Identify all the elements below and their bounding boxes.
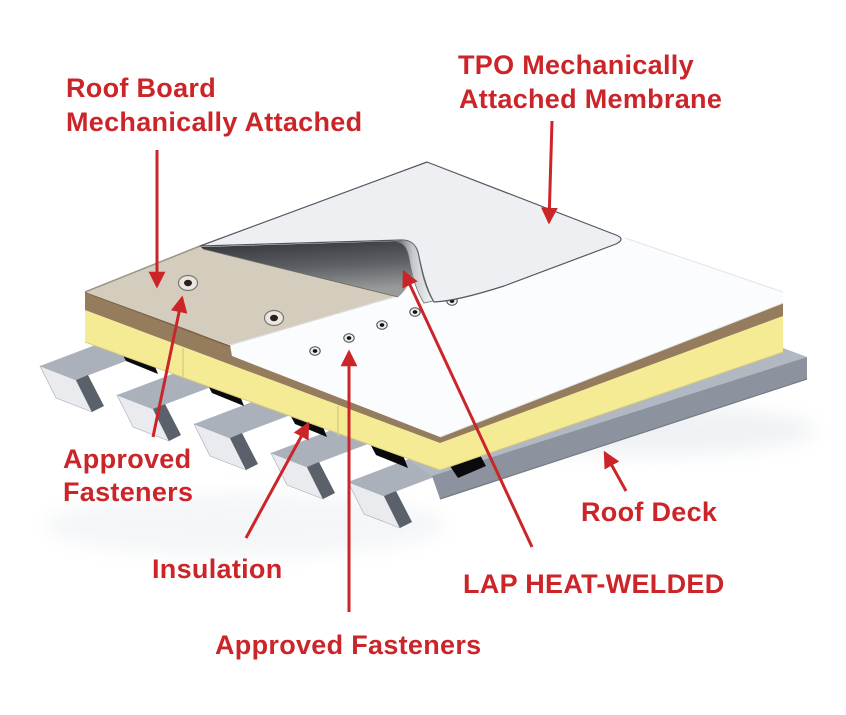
fastener-ring <box>177 274 199 292</box>
label-approved-fasteners-bottom: Approved Fasteners <box>215 630 481 660</box>
insulation-layer <box>84 310 784 471</box>
fastener-seam <box>376 320 388 330</box>
arrow-tpo-membrane <box>541 120 558 225</box>
roof-board-fasteners <box>177 274 285 327</box>
fastener-seam <box>409 307 421 317</box>
lap-sheet-with-curl <box>199 161 622 304</box>
tpo-membrane-lower-sheet <box>229 237 784 438</box>
arrow-insulation <box>244 421 310 539</box>
roof-board-top <box>84 245 398 345</box>
fastener-seam <box>343 333 355 343</box>
arrow-approved-fasteners-left <box>151 295 188 438</box>
label-tpo-line2: Attached Membrane <box>459 84 722 114</box>
label-tpo-line1: TPO Mechanically <box>458 50 694 80</box>
arrow-lap-heat-welded <box>402 269 534 548</box>
label-approved-fasteners-left-line1: Approved <box>63 444 191 474</box>
label-roof-board-line2: Mechanically Attached <box>66 107 362 137</box>
label-roof-board-line1: Roof Board <box>66 73 216 103</box>
fastener-ring <box>263 309 285 327</box>
label-lap-heat-welded: LAP HEAT-WELDED <box>463 569 725 599</box>
arrow-roof-deck <box>603 450 628 492</box>
fastener-seam <box>309 346 321 356</box>
annotation-arrows <box>148 120 628 612</box>
label-insulation: Insulation <box>152 554 283 584</box>
annotation-labels: Roof Board Mechanically Attached TPO Mec… <box>63 50 725 660</box>
label-roof-deck: Roof Deck <box>581 497 718 527</box>
label-approved-fasteners-left-line2: Fasteners <box>63 477 193 507</box>
curl-underside <box>201 241 416 297</box>
